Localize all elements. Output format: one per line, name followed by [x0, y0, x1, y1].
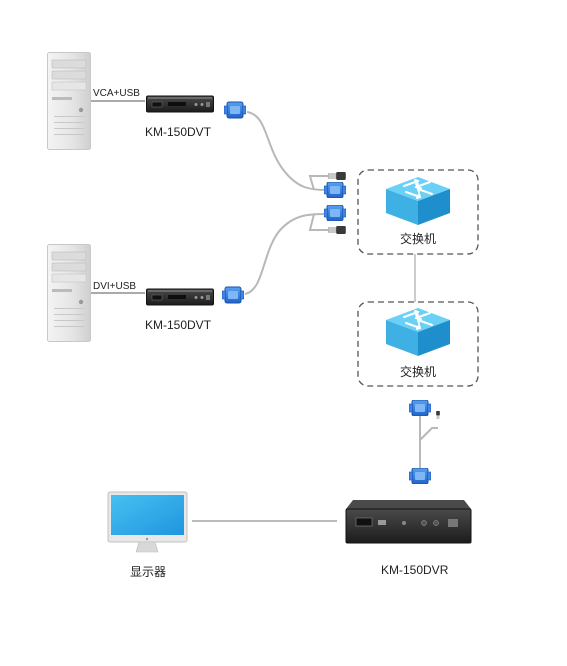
vga-connector-icon	[409, 400, 431, 416]
vga-connector-icon	[324, 182, 346, 198]
switch-group-frame	[357, 301, 479, 387]
pc-tower-icon	[47, 244, 91, 342]
cable-link-lower-y	[308, 213, 330, 231]
cable-pc1-to-link	[246, 111, 327, 191]
network-switch-icon	[385, 176, 451, 226]
switch2-label: 交换机	[400, 365, 437, 379]
cable-link-upper-y	[308, 175, 330, 191]
usb-plug-icon	[327, 226, 347, 234]
kvm-extender-icon	[146, 95, 214, 113]
kvm-receiver-icon	[345, 500, 472, 544]
network-switch-icon	[385, 307, 451, 357]
cable-switch2-connectors	[419, 416, 438, 468]
vga-connector-icon	[222, 286, 244, 304]
cables	[90, 100, 438, 522]
pc1-device-label: KM-150DVT	[145, 125, 212, 139]
monitor-label: 显示器	[130, 565, 167, 579]
vga-connector-icon	[224, 101, 246, 119]
receiver-label: KM-150DVR	[381, 563, 449, 577]
pc1-cable-label: VCA+USB	[93, 88, 140, 99]
usb-plug-icon	[327, 172, 347, 180]
pc2-device-label: KM-150DVT	[145, 318, 212, 332]
usb-plug-icon	[435, 411, 441, 419]
cable-pc2-to-link	[244, 213, 327, 295]
switch-group-frame	[357, 169, 479, 255]
pc-tower-icon	[47, 52, 91, 150]
switch1-label: 交换机	[400, 232, 437, 246]
monitor-icon	[107, 491, 188, 553]
vga-connector-icon	[324, 205, 346, 221]
pc2-cable-label: DVI+USB	[93, 281, 137, 292]
vga-connector-icon	[409, 468, 431, 484]
kvm-extender-icon	[146, 288, 214, 306]
